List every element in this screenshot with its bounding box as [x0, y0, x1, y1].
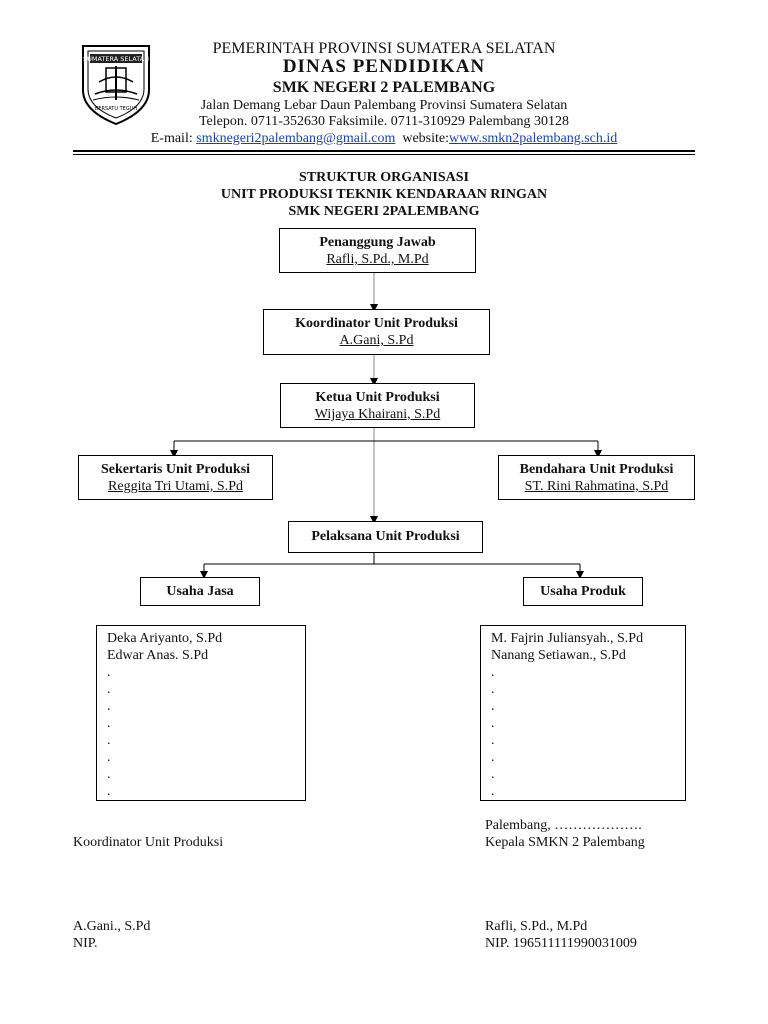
- header-school: SMK NEGERI 2 PALEMBANG: [272, 79, 496, 96]
- list-item: M. Fajrin Juliansyah., S.Pd: [491, 631, 644, 646]
- signature-left-name: A.Gani., S.Pd: [73, 919, 151, 934]
- list-item: .: [107, 716, 111, 731]
- signature-right-role: Kepala SMKN 2 Palembang: [485, 835, 645, 850]
- list-item: .: [107, 784, 111, 799]
- signature-left-nip: NIP.: [73, 936, 98, 951]
- header-agency: DINAS PENDIDIKAN: [282, 56, 486, 77]
- list-item: .: [491, 665, 495, 680]
- list-item: Deka Ariyanto, S.Pd: [107, 631, 223, 646]
- list-item: .: [107, 665, 111, 680]
- title-line3: SMK NEGERI 2PALEMBANG: [288, 204, 480, 219]
- logo-text-bottom: BERSATU TEGUH: [95, 106, 137, 112]
- title-line2: UNIT PRODUKSI TEKNIK KENDARAAN RINGAN: [220, 187, 548, 202]
- usaha-jasa-title: Usaha Jasa: [166, 584, 234, 599]
- list-item: .: [107, 699, 111, 714]
- box-ketua: Ketua Unit Produksi Wijaya Khairani, S.P…: [280, 383, 475, 428]
- email-label: E-mail:: [150, 131, 193, 146]
- list-item: .: [107, 733, 111, 748]
- list-item: .: [107, 682, 111, 697]
- box-usaha-jasa: Usaha Jasa: [140, 577, 260, 606]
- signature-right-nip: NIP. 196511111990031009: [485, 936, 637, 951]
- list-usaha-produk: M. Fajrin Juliansyah., S.Pd Nanang Setia…: [480, 625, 686, 801]
- list-item: .: [491, 716, 495, 731]
- sekretaris-title: Sekertaris Unit Produksi: [100, 462, 251, 477]
- ketua-name: Wijaya Khairani, S.Pd: [314, 407, 441, 422]
- box-penanggung-jawab: Penanggung Jawab Rafli, S.Pd., M.Pd: [279, 228, 476, 273]
- title-line1: STRUKTUR ORGANISASI: [299, 170, 469, 185]
- list-item: Edwar Anas. S.Pd: [107, 648, 209, 663]
- penanggung-name: Rafli, S.Pd., M.Pd: [326, 252, 429, 267]
- header-address: Jalan Demang Lebar Daun Palembang Provin…: [200, 98, 568, 113]
- list-item: Nanang Setiawan., S.Pd: [491, 648, 626, 663]
- box-bendahara: Bendahara Unit Produksi ST. Rini Rahmati…: [498, 455, 695, 500]
- header-government: PEMERINTAH PROVINSI SUMATERA SELATAN: [212, 40, 556, 57]
- box-sekretaris: Sekertaris Unit Produksi Reggita Tri Uta…: [78, 455, 273, 500]
- box-usaha-produk: Usaha Produk: [523, 577, 643, 606]
- signature-place-date: Palembang, ……………….: [485, 818, 642, 833]
- letterhead-rule-thick: [73, 150, 695, 152]
- signature-left-role: Koordinator Unit Produksi: [73, 835, 224, 850]
- email-link[interactable]: smknegeri2palembang@gmail.com: [196, 131, 396, 146]
- koordinator-title: Koordinator Unit Produksi: [295, 316, 458, 331]
- website-label: website:: [402, 131, 450, 146]
- sekretaris-name: Reggita Tri Utami, S.Pd: [108, 479, 243, 494]
- letterhead-rule-thin: [73, 154, 695, 155]
- box-koordinator: Koordinator Unit Produksi A.Gani, S.Pd: [263, 309, 490, 355]
- bendahara-title: Bendahara Unit Produksi: [519, 462, 674, 477]
- signature-right-name: Rafli, S.Pd., M.Pd: [485, 919, 588, 934]
- header-contact: E-mail: smknegeri2palembang@gmail.com we…: [120, 131, 648, 147]
- list-item: .: [491, 784, 495, 799]
- list-usaha-jasa: Deka Ariyanto, S.Pd Edwar Anas. S.Pd . .…: [96, 625, 306, 801]
- koordinator-name: A.Gani, S.Pd: [339, 333, 414, 348]
- usaha-produk-title: Usaha Produk: [540, 584, 626, 599]
- list-item: .: [491, 733, 495, 748]
- pelaksana-title: Pelaksana Unit Produksi: [311, 529, 460, 544]
- list-item: .: [491, 767, 495, 782]
- bendahara-name: ST. Rini Rahmatina, S.Pd: [524, 479, 669, 494]
- website-link[interactable]: www.smkn2palembang.sch.id: [449, 131, 618, 146]
- list-item: .: [107, 750, 111, 765]
- logo-text-top: SUMATERA SELATAN: [83, 55, 149, 63]
- list-item: .: [107, 767, 111, 782]
- penanggung-title: Penanggung Jawab: [319, 235, 436, 250]
- header-phone: Telepon. 0711-352630 Faksimile. 0711-310…: [198, 114, 570, 129]
- list-item: .: [491, 682, 495, 697]
- box-pelaksana: Pelaksana Unit Produksi: [288, 521, 483, 553]
- ketua-title: Ketua Unit Produksi: [315, 390, 440, 405]
- list-item: .: [491, 750, 495, 765]
- list-item: .: [491, 699, 495, 714]
- government-logo: SUMATERA SELATAN BERSATU TEGUH: [79, 42, 153, 126]
